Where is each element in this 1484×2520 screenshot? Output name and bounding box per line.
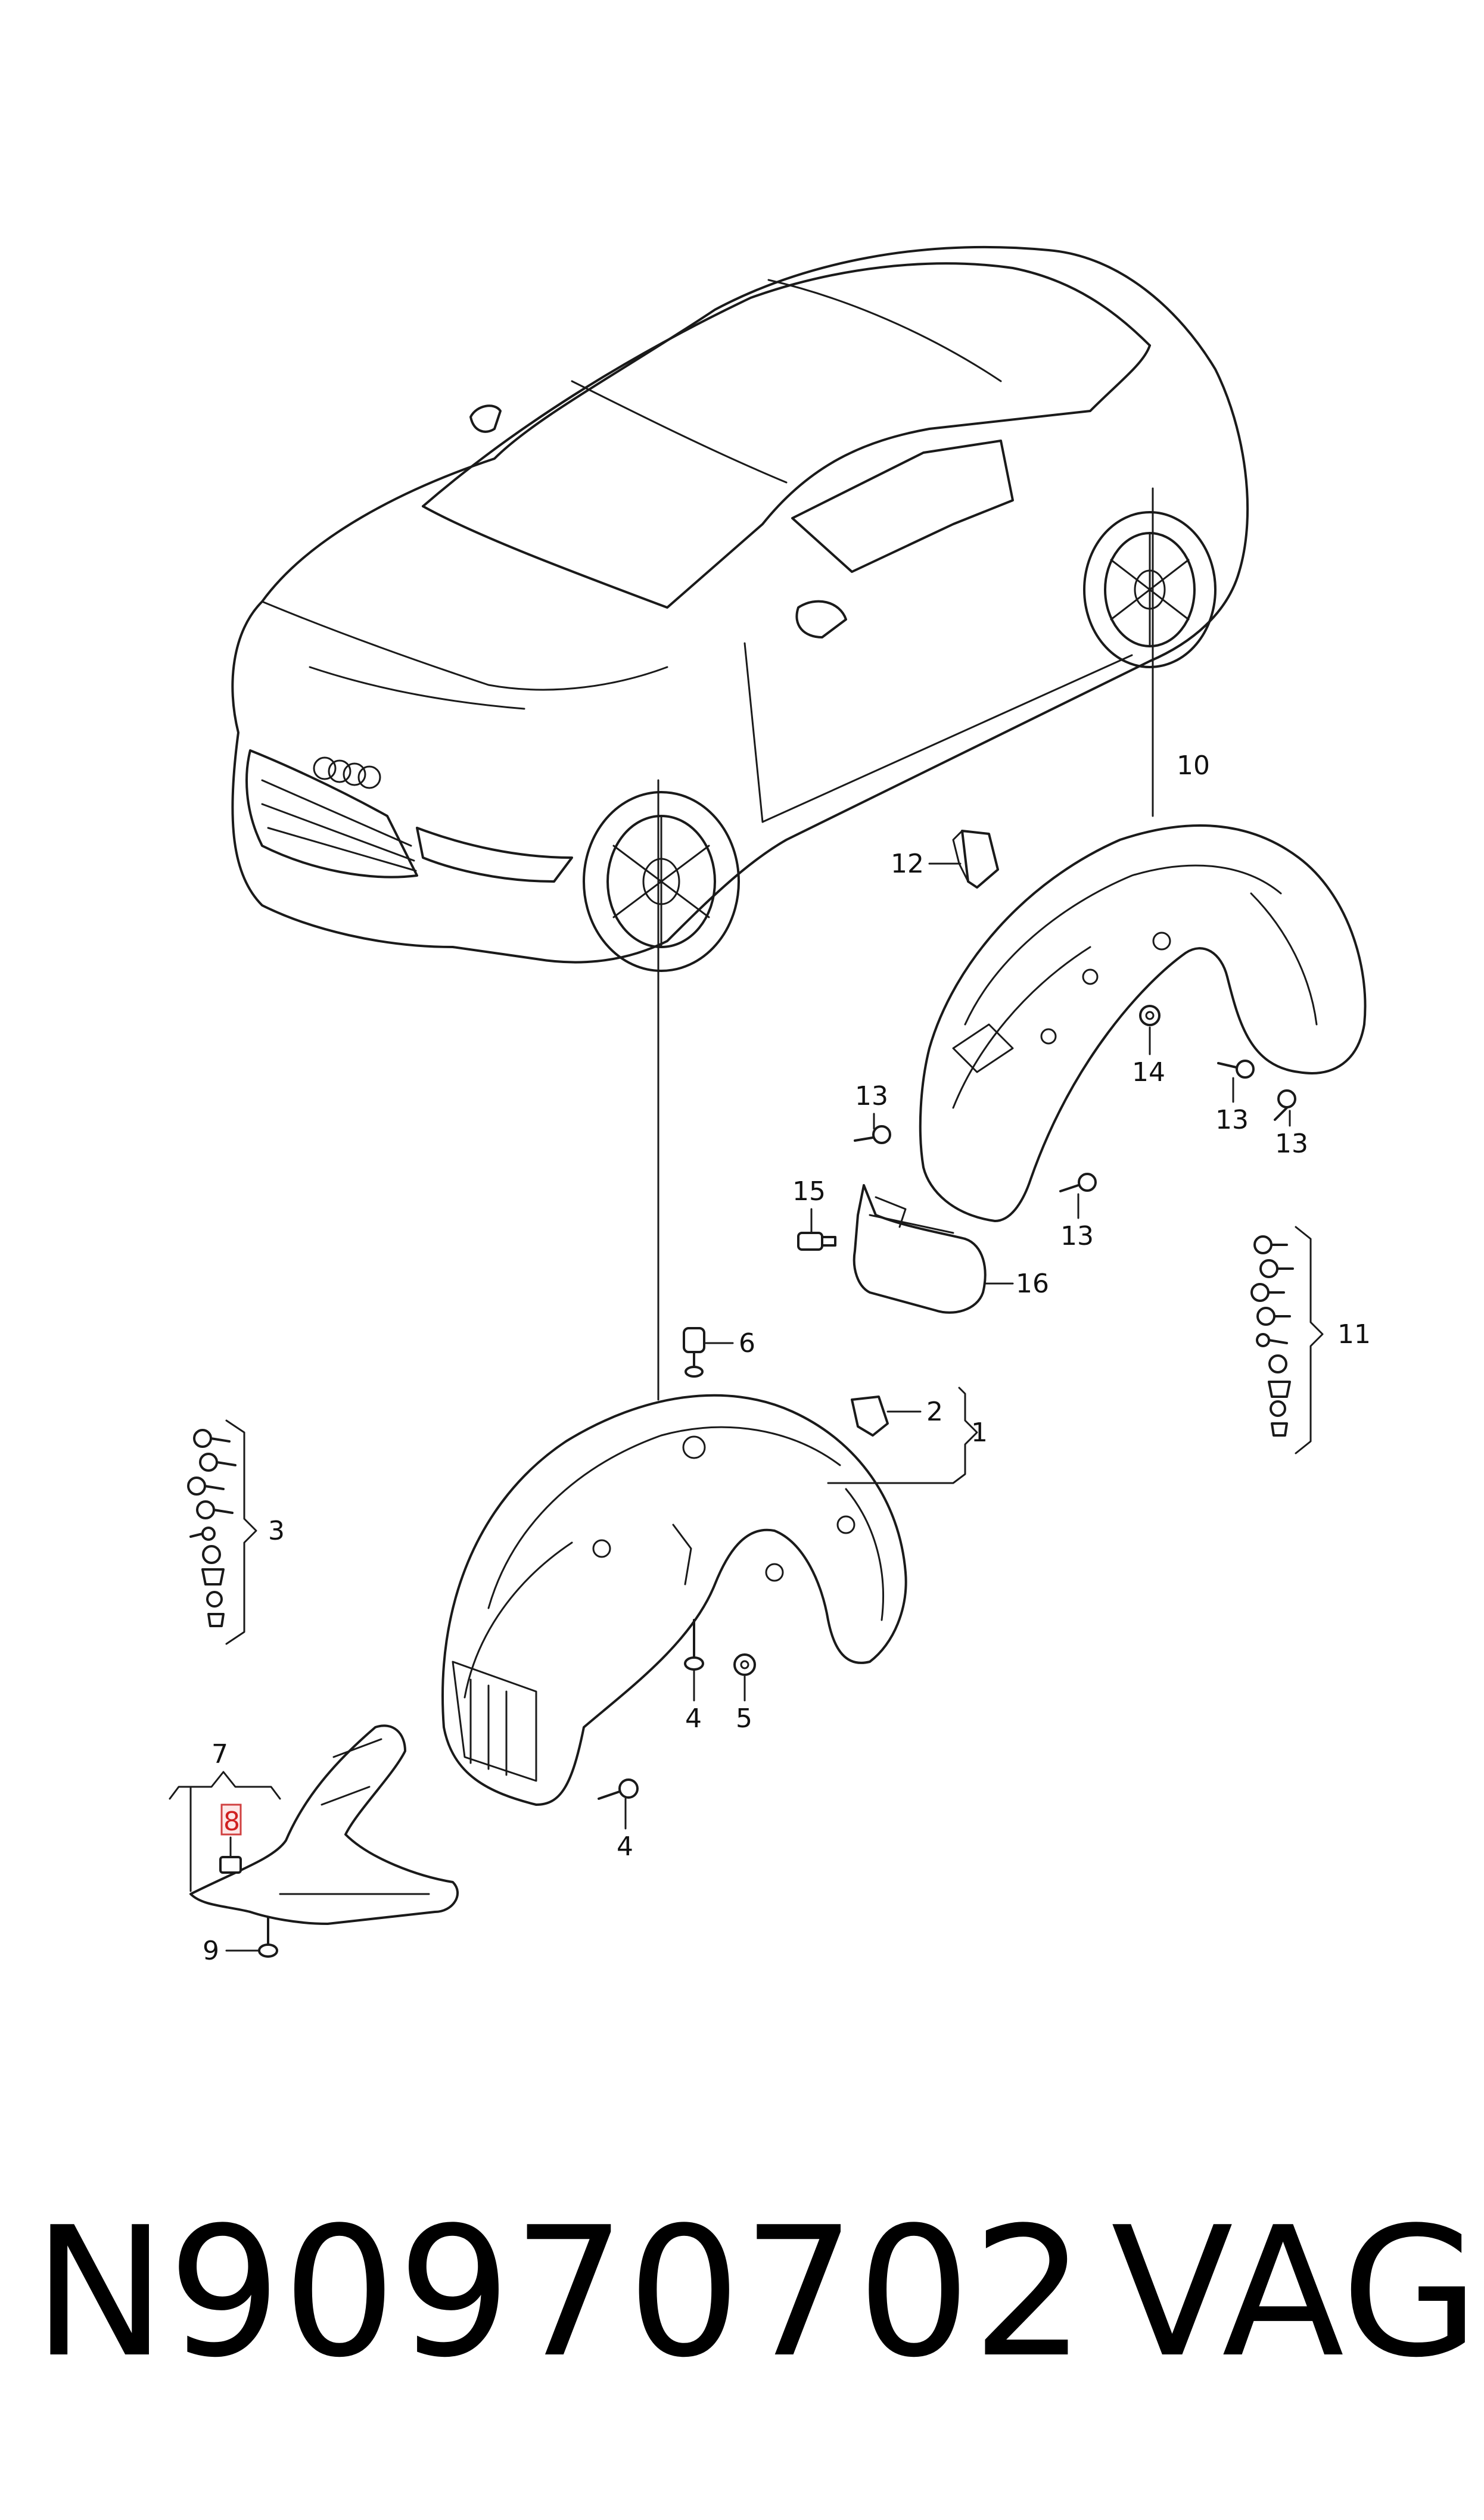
callout-4-b: 4 <box>617 1831 633 1862</box>
brand-name: VAG <box>1111 2189 1480 2397</box>
screw-9 <box>258 1917 278 1958</box>
callout-13-d: 13 <box>1275 1129 1308 1159</box>
fastener-set-3 <box>187 1419 257 1645</box>
callout-11: 11 <box>1337 1319 1371 1350</box>
callout-1: 1 <box>971 1418 988 1448</box>
screw-13-d <box>1274 1089 1296 1121</box>
callout-10: 10 <box>1177 750 1210 781</box>
brand-rings-logo <box>313 756 381 789</box>
car-illustration <box>231 245 1249 972</box>
callout-9: 9 <box>203 1936 219 1966</box>
nut-5 <box>733 1653 756 1676</box>
bracket-1 <box>827 1387 978 1484</box>
clip-2 <box>851 1395 889 1437</box>
screw-13-b <box>1059 1173 1097 1192</box>
fastener-set-11 <box>1250 1226 1324 1454</box>
callout-7: 7 <box>211 1739 228 1770</box>
callout-3: 3 <box>268 1516 285 1546</box>
callout-13-a: 13 <box>855 1081 888 1111</box>
clip-12 <box>952 830 999 889</box>
callout-15: 15 <box>792 1176 826 1207</box>
rivet-15 <box>797 1232 836 1251</box>
callout-6: 6 <box>739 1328 755 1359</box>
callout-16: 16 <box>1016 1269 1049 1299</box>
screw-6 <box>683 1327 705 1378</box>
screw-13-c <box>1217 1060 1255 1079</box>
callout-12: 12 <box>891 849 924 879</box>
part-number: N90970702 <box>33 2189 1087 2397</box>
front-wheelhousing-liner <box>441 1394 907 1806</box>
bracket-7 <box>169 1771 281 1800</box>
callout-14: 14 <box>1132 1057 1165 1088</box>
screw-4-b <box>598 1778 639 1800</box>
callout-4-a: 4 <box>685 1703 702 1734</box>
front-spoiler-trim <box>189 1724 459 1925</box>
callout-13-b: 13 <box>1060 1221 1094 1251</box>
front-wheel <box>583 791 740 972</box>
rear-wheelhousing-liner <box>919 824 1367 1222</box>
screw-13-a <box>854 1125 891 1144</box>
callout-13-c: 13 <box>1215 1105 1249 1135</box>
nut-14 <box>1139 1005 1161 1026</box>
callout-2: 2 <box>926 1397 943 1427</box>
callout-8-highlight <box>220 1803 242 1836</box>
rear-wheel <box>1083 511 1217 668</box>
clip-8 <box>219 1856 242 1874</box>
callout-5: 5 <box>736 1703 752 1734</box>
screw-4-a <box>684 1619 704 1671</box>
mud-flap <box>853 1184 987 1314</box>
callout-8: 8 <box>223 1806 240 1837</box>
